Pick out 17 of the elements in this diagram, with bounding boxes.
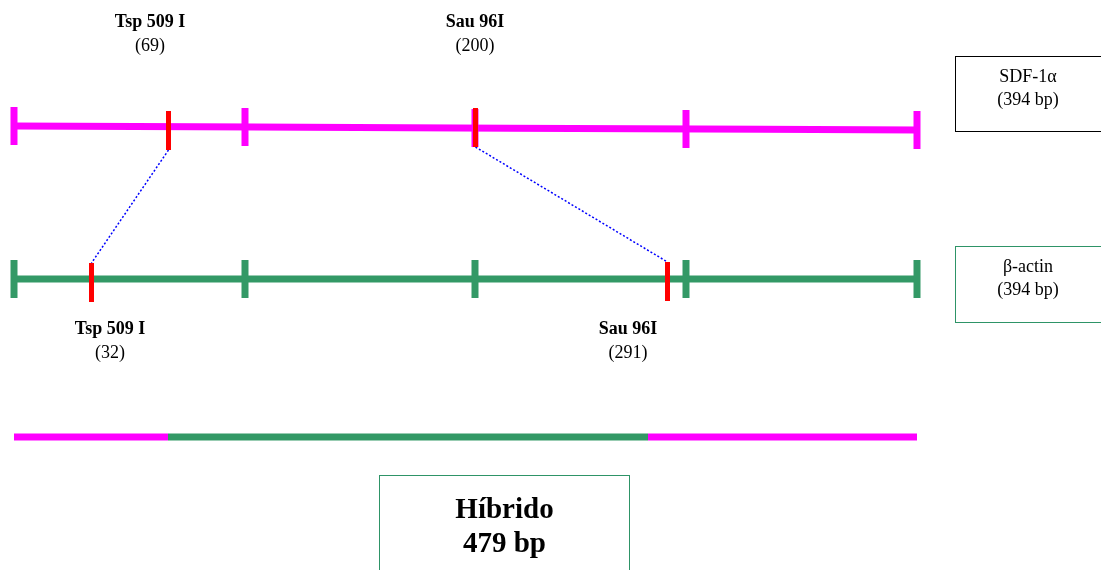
hybrid-label-box: Híbrido 479 bp xyxy=(379,475,630,570)
site-position: (69) xyxy=(135,34,165,57)
enzyme-name: Sau 96I xyxy=(598,317,658,340)
gene-label-box: β-actin (394 bp) xyxy=(955,246,1101,323)
site-position: (32) xyxy=(95,341,125,364)
enzyme-name: Tsp 509 I xyxy=(74,317,146,340)
restriction-site-mark xyxy=(166,111,171,150)
restriction-site-mark xyxy=(89,263,94,302)
restriction-site-mark xyxy=(473,108,478,147)
enzyme-name: Tsp 509 I xyxy=(114,10,186,33)
enzyme-name: Sau 96I xyxy=(445,10,505,33)
connector-line xyxy=(474,146,669,263)
restriction-site-mark xyxy=(665,262,670,301)
site-position: (291) xyxy=(608,341,648,364)
site-position: (200) xyxy=(455,34,495,57)
gene-label-box: SDF-1α (394 bp) xyxy=(955,56,1101,132)
connector-line xyxy=(90,149,170,264)
